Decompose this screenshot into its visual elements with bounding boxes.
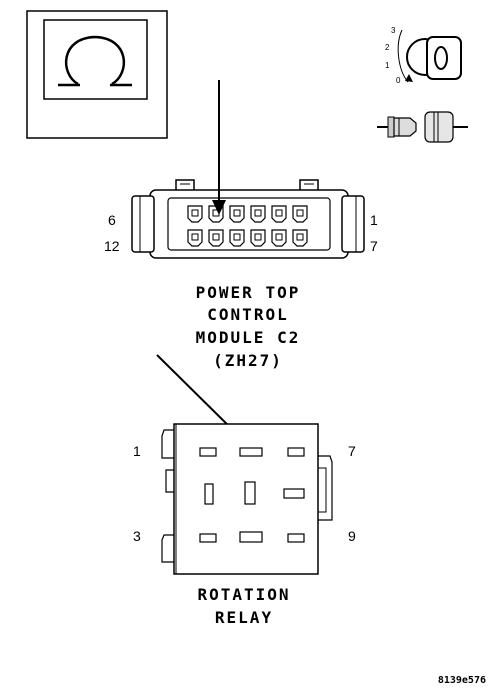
- c2-caption-line-4: (ZH27): [213, 351, 283, 370]
- relay-connector: [161, 423, 333, 575]
- key-position-0: 0: [396, 76, 401, 85]
- c2-pin-cavity: [250, 229, 266, 247]
- relay-terminal: [204, 483, 214, 505]
- relay-pin-label-3: 3: [133, 528, 141, 544]
- c2-pin-cavity: [292, 205, 308, 223]
- relay-terminal: [239, 531, 263, 543]
- relay-pin-label-1: 1: [133, 443, 141, 459]
- omega-icon: [64, 35, 126, 86]
- c2-connector: [131, 179, 365, 259]
- c2-pin-cavity: [229, 205, 245, 223]
- c2-pin-cavity: [292, 229, 308, 247]
- ignition-key-icon: 3 2 1 0: [385, 26, 462, 85]
- c2-pin-label-1: 1: [370, 212, 378, 228]
- figure-code: 8139e576: [438, 675, 486, 686]
- c2-pin-cavity: [271, 229, 287, 247]
- relay-pin-label-9: 9: [348, 528, 356, 544]
- connector-pair-icon: [377, 111, 468, 143]
- c2-pin-cavity: [229, 229, 245, 247]
- c2-pin-label-6: 6: [108, 212, 116, 228]
- relay-caption-line-2: RELAY: [215, 608, 273, 627]
- relay-caption-line-1: ROTATION: [197, 585, 290, 604]
- relay-terminal: [287, 533, 305, 543]
- c2-pin-cavity: [271, 205, 287, 223]
- c2-pointer-arrow: [212, 80, 226, 215]
- c2-pin-cavity: [187, 205, 203, 223]
- relay-terminal: [244, 481, 256, 505]
- c2-pin-label-7: 7: [370, 238, 378, 254]
- key-position-3: 3: [391, 26, 396, 35]
- c2-pin-cavity: [208, 229, 224, 247]
- c2-caption-line-3: MODULE C2: [196, 328, 301, 347]
- c2-caption-line-1: POWER TOP: [196, 283, 301, 302]
- relay-terminal: [287, 447, 305, 457]
- key-position-1: 1: [385, 61, 390, 70]
- relay-terminal: [239, 447, 263, 457]
- c2-pin-label-12: 12: [104, 238, 120, 254]
- c2-caption-line-2: CONTROL: [207, 305, 288, 324]
- relay-terminal: [199, 533, 217, 543]
- relay-terminal: [283, 488, 305, 499]
- key-position-2: 2: [385, 43, 390, 52]
- omega-symbol-box: [26, 10, 168, 139]
- relay-terminal: [199, 447, 217, 457]
- c2-pin-cavity: [187, 229, 203, 247]
- relay-pin-label-7: 7: [348, 443, 356, 459]
- c2-pin-cavity: [250, 205, 266, 223]
